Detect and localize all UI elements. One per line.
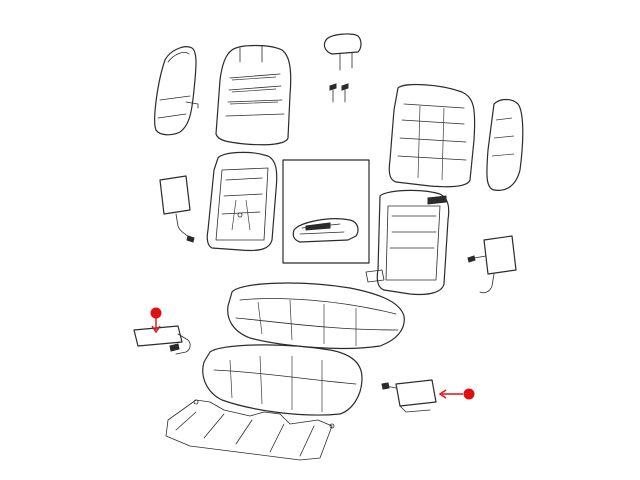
headrest (323, 33, 362, 71)
right-seatback-heater-pad (467, 235, 517, 294)
left-seat-cushion-heater-pad (133, 325, 191, 355)
callout-dot (463, 388, 475, 400)
left-seatback-side-bolster (154, 46, 199, 136)
right-seatback-side-bolster (486, 98, 524, 191)
left-seatback-frame (206, 151, 278, 252)
headrest-guide-sleeves (329, 83, 349, 103)
right-seatback-cover-upper (388, 83, 476, 188)
callout-dot (150, 307, 162, 319)
right-seatback-frame (365, 189, 450, 296)
left-seatback-heater-pad (159, 175, 195, 243)
left-seatback-cover-upper (215, 44, 292, 146)
callout-arrowhead (438, 389, 447, 399)
right-seat-cushion-heater-pad (381, 379, 437, 413)
seat-cushion-cover (227, 282, 405, 350)
seat-cushion-wire-frame (165, 399, 335, 461)
right-seat-cushion-heater-callout[interactable] (438, 388, 475, 400)
center-armrest-detail-box (282, 159, 370, 264)
left-seat-cushion-heater-callout[interactable] (150, 307, 162, 334)
seat-cushion-foam (202, 344, 363, 416)
callout-arrowhead (151, 325, 161, 334)
